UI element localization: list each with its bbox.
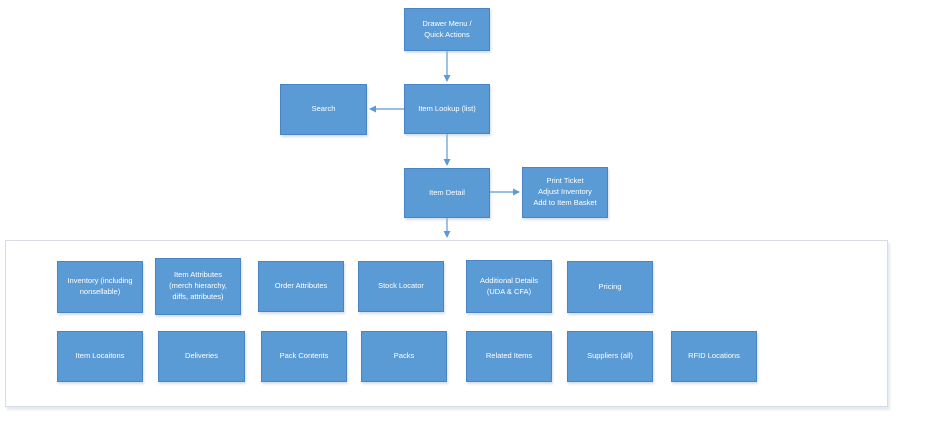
node-item-detail: Item Detail [404, 168, 490, 218]
node-item-attributes-label: Item Attributes (merch hierarchy, diffs,… [169, 270, 227, 301]
node-packs-label: Packs [393, 351, 415, 361]
node-inventory: Inventory (including nonsellable) [57, 261, 143, 313]
node-suppliers-label: Suppliers (all) [587, 351, 633, 361]
node-item-attributes: Item Attributes (merch hierarchy, diffs,… [155, 258, 241, 315]
node-rfid-locations-label: RFID Locations [688, 351, 740, 361]
node-related-items: Related Items [466, 331, 552, 382]
node-drawer-menu-label: Drawer Menu / Quick Actions [422, 18, 472, 39]
node-stock-locator: Stock Locator [358, 261, 444, 312]
node-search-label: Search [311, 104, 336, 114]
node-additional-details-label: Additional Details (UDA & CFA) [480, 275, 538, 296]
node-additional-details: Additional Details (UDA & CFA) [466, 260, 552, 313]
node-rfid-locations: RFID Locations [671, 331, 757, 382]
node-pack-contents-label: Pack Contents [279, 351, 329, 361]
node-pricing-label: Pricing [598, 281, 622, 291]
node-deliveries-label: Deliveries [185, 351, 218, 361]
node-order-attributes-label: Order Attributes [274, 281, 328, 291]
node-related-items-label: Related Items [485, 351, 533, 361]
node-item-detail-actions-label: Print Ticket Adjust Inventory Add to Ite… [533, 176, 597, 207]
node-item-detail-label: Item Detail [429, 187, 465, 197]
node-item-detail-actions: Print Ticket Adjust Inventory Add to Ite… [522, 167, 608, 218]
node-item-locations: Item Locaitons [57, 331, 143, 382]
node-stock-locator-label: Stock Locator [378, 281, 424, 291]
node-inventory-label: Inventory (including nonsellable) [67, 276, 133, 296]
node-search: Search [280, 84, 367, 135]
node-item-lookup: Item Lookup (list) [404, 84, 490, 134]
node-order-attributes: Order Attributes [258, 261, 344, 312]
node-item-locations-label: Item Locaitons [75, 351, 125, 361]
node-packs: Packs [361, 331, 447, 382]
node-pricing: Pricing [567, 261, 653, 313]
node-deliveries: Deliveries [158, 331, 245, 382]
node-suppliers: Suppliers (all) [567, 331, 653, 382]
node-pack-contents: Pack Contents [261, 331, 347, 382]
node-item-lookup-label: Item Lookup (list) [418, 103, 476, 113]
node-drawer-menu: Drawer Menu / Quick Actions [404, 8, 490, 51]
